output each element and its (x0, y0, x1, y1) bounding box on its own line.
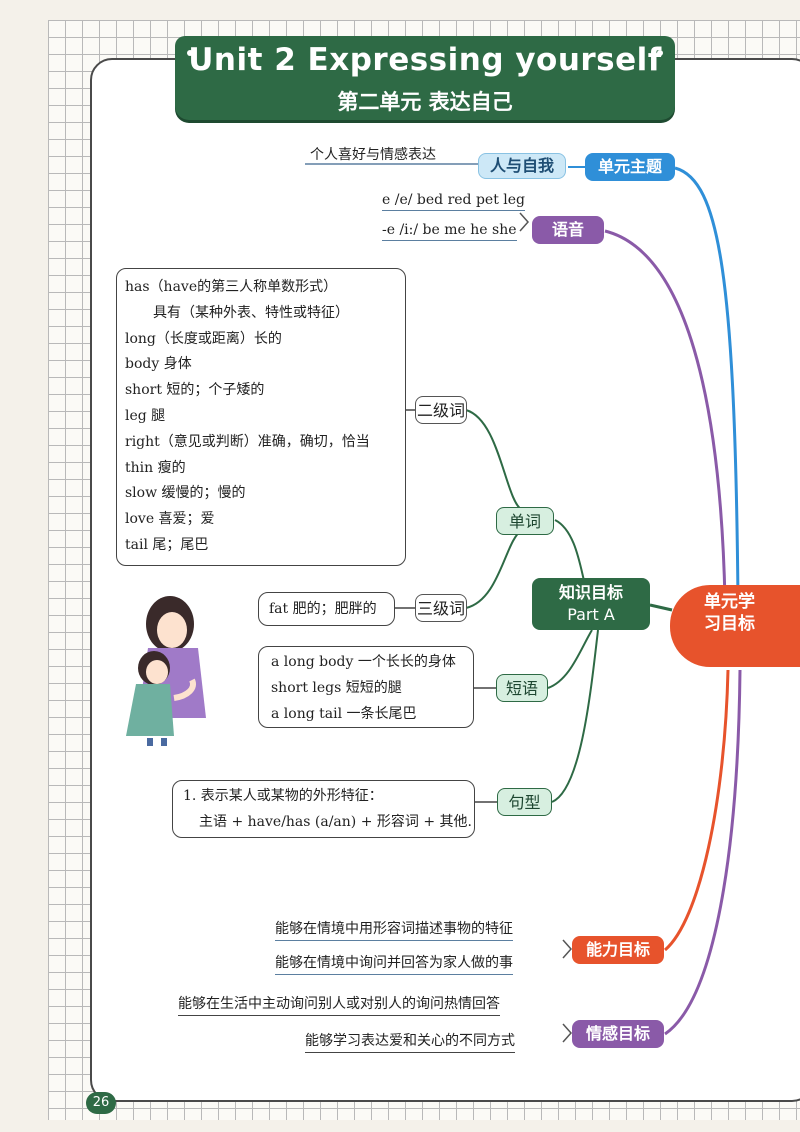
ability-item: 能够在情境中用形容词描述事物的特征 (275, 918, 513, 941)
unit-title-chinese: 第二单元 表达自己 (337, 90, 513, 114)
emotion-item: 能够学习表达爱和关心的不同方式 (305, 1030, 515, 1053)
words-node: 单词 (496, 507, 554, 535)
level3-word-list: fat 肥的；肥胖的 (258, 592, 395, 626)
emotion-node: 情感目标 (572, 1020, 664, 1048)
level3-branch (465, 529, 523, 609)
level2-word-list: has（have的第三人称单数形式） 具有（某种外表、特性或特征） long（长… (116, 268, 406, 566)
word-item: tail 尾；尾巴 (125, 536, 209, 553)
word-item: right（意见或判断）准确，确切，恰当 (125, 433, 370, 450)
phrase-item: a long tail 一条长尾巴 (271, 705, 417, 722)
word-item: thin 瘦的 (125, 459, 186, 476)
knowledge-node: 知识目标 Part A (532, 578, 650, 630)
theme-node: 单元主题 (585, 153, 675, 181)
phonics-node: 语音 (532, 216, 604, 244)
unit-title: Unit 2 Expressing yourself (188, 42, 662, 78)
phrase-list: a long body 一个长长的身体 short legs 短短的腿 a lo… (258, 646, 474, 728)
phrases-branch (547, 629, 593, 689)
ability-item: 能够在情境中询问并回答为家人做的事 (275, 952, 513, 975)
word-item: leg 腿 (125, 407, 166, 424)
level2-branch (465, 409, 523, 511)
sentence-item: 1. 表示某人或某物的外形特征： (183, 788, 383, 804)
word-item: 具有（某种外表、特性或特征） (153, 304, 349, 321)
knowledge-branch (649, 603, 673, 612)
phonics-line-1: e /e/ bed red pet leg (382, 192, 526, 211)
ability-branch (664, 669, 730, 952)
ability-node: 能力目标 (572, 936, 664, 964)
root-node: 单元学习目标 (670, 585, 800, 667)
knowledge-label: 知识目标 (558, 583, 623, 602)
emotion-branch (664, 669, 742, 1036)
phonics-line-2: -e /i:/ be me he she (382, 222, 517, 241)
level3-node: 三级词 (415, 594, 467, 622)
word-item: body 身体 (125, 356, 192, 373)
level2-node: 二级词 (415, 396, 467, 424)
words-branch (554, 519, 586, 586)
title-banner: Unit 2 Expressing yourself 第二单元 表达自己 (175, 36, 675, 120)
word-item: short 短的；个子矮的 (125, 382, 265, 399)
theme-branch (674, 166, 740, 601)
phrase-item: a long body 一个长长的身体 (271, 654, 456, 670)
word-item: love 喜爱；爱 (125, 511, 215, 528)
word-item: long（长度或距离）长的 (125, 330, 282, 347)
sentences-node: 句型 (497, 788, 552, 816)
root-label: 单元学习目标 (704, 592, 755, 634)
sentence-item: 主语 + have/has (a/an) + 形容词 + 其他. (199, 813, 472, 830)
emotion-item: 能够在生活中主动询问别人或对别人的询问热情回答 (178, 993, 500, 1016)
emotion-brace (562, 1023, 573, 1043)
theme-sub-node: 人与自我 (478, 153, 566, 179)
word-item: has（have的第三人称单数形式） (125, 279, 338, 295)
phonics-branch (604, 229, 727, 601)
phrases-node: 短语 (496, 674, 548, 702)
knowledge-sublabel: Part A (567, 605, 615, 624)
theme-leaf: 个人喜好与情感表达 (310, 147, 436, 163)
phonics-brace (519, 212, 530, 232)
word-item: fat 肥的；肥胖的 (269, 601, 377, 617)
page-number: 26 (86, 1092, 116, 1114)
sentences-branch (551, 629, 599, 803)
mother-hugging-child-illustration (126, 596, 206, 746)
banner-dot (657, 50, 663, 56)
word-item: slow 缓慢的；慢的 (125, 485, 246, 502)
ability-brace (562, 939, 573, 959)
phrase-item: short legs 短短的腿 (271, 679, 402, 696)
banner-dot (187, 50, 193, 56)
sentence-pattern-list: 1. 表示某人或某物的外形特征： 主语 + have/has (a/an) + … (172, 780, 475, 838)
